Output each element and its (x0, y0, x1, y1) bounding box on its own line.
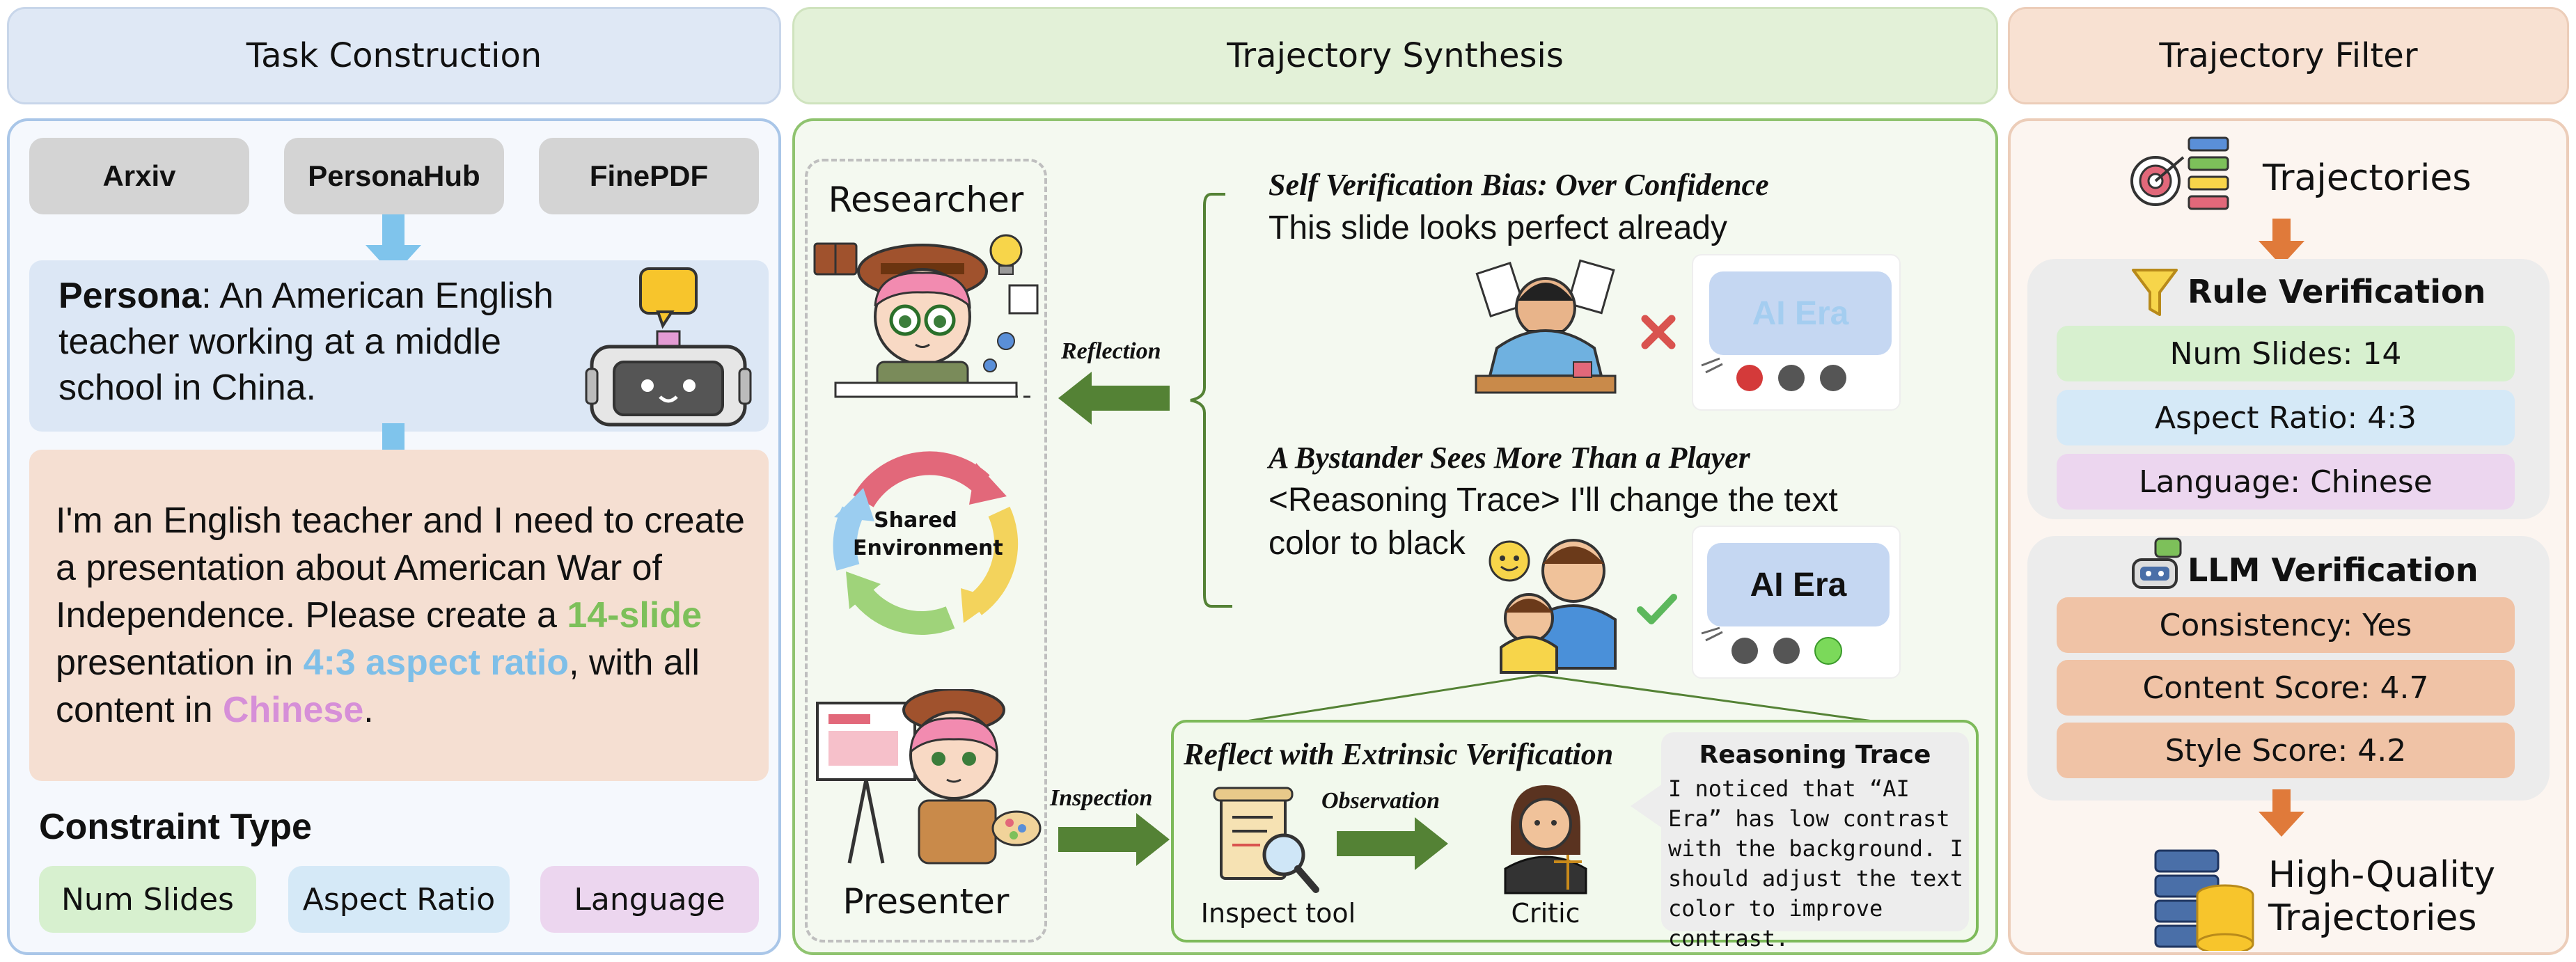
stressed-person-icon (1475, 259, 1617, 394)
database-icon (2154, 849, 2254, 951)
agent-column (805, 159, 1047, 943)
observation-label: Observation (1321, 788, 1440, 814)
llm-verification-title: LLM Verification (2188, 551, 2479, 589)
rule-language: Language: Chinese (2057, 454, 2515, 510)
cross-icon (1641, 315, 1676, 349)
header-task-construction: Task Construction (7, 7, 781, 104)
persona-text: Persona: An American English teacher wor… (58, 273, 608, 411)
shared-environment-label: Shared Environment (853, 508, 1003, 560)
language-constraint-highlight: Chinese (222, 690, 364, 730)
left-arrow-icon (1058, 372, 1170, 425)
reflection-label: Reflection (1061, 338, 1161, 364)
reasoning-trace-bubble (1661, 732, 1969, 931)
critic-label: Critic (1511, 898, 1580, 929)
critic-icon (1504, 785, 1587, 894)
constraint-type-title: Constraint Type (39, 807, 312, 847)
inspect-tool-label: Inspect tool (1200, 898, 1356, 929)
persona-label: Persona (58, 276, 202, 316)
presenter-icon (816, 689, 1042, 865)
robot-icon (585, 267, 752, 427)
extrinsic-title: Reflect with Extrinsic Verification (1184, 737, 1614, 771)
ratio-constraint-highlight: 4:3 aspect ratio (303, 642, 570, 683)
bracket-shape (1190, 193, 1232, 608)
bystander-text: <Reasoning Trace> I'll change the text c… (1269, 482, 1838, 562)
llm-content-score: Content Score: 4.7 (2057, 660, 2515, 716)
bystander-title: A Bystander Sees More Than a Player (1269, 441, 1750, 475)
slide-controls-icon (1701, 357, 1846, 391)
high-quality-line2: Trajectories (2268, 897, 2477, 939)
right-arrow-icon (1337, 817, 1448, 870)
task-prompt-box (29, 450, 769, 781)
trajectories-icon (2130, 136, 2229, 210)
right-arrow-icon (1058, 813, 1170, 866)
down-arrow-icon (2259, 789, 2304, 837)
persona-description: : An American English teacher working at… (58, 276, 554, 408)
reasoning-trace-title: Reasoning Trace (1699, 741, 1931, 769)
bias-title: Self Verification Bias: Over Confidence (1269, 168, 1769, 202)
researcher-icon (813, 234, 1039, 398)
slide-title-low-contrast: AI Era (1709, 271, 1892, 355)
source-personahub: PersonaHub (284, 138, 504, 214)
trajectories-label: Trajectories (2263, 157, 2472, 199)
shared-environment-cycle-icon (833, 451, 1019, 636)
constraint-num-slides: Num Slides (39, 866, 256, 933)
rule-num-slides: Num Slides: 14 (2057, 326, 2515, 381)
slides-constraint-highlight: 14-slide (567, 595, 702, 636)
rule-aspect-ratio: Aspect Ratio: 4:3 (2057, 390, 2515, 445)
constraint-aspect-ratio: Aspect Ratio (288, 866, 510, 933)
bias-text: This slide looks perfect already (1269, 210, 1727, 246)
inspection-label: Inspection (1050, 785, 1153, 811)
robot-icon (2132, 537, 2182, 589)
header-trajectory-synthesis: Trajectory Synthesis (792, 7, 1998, 104)
rule-verification-title: Rule Verification (2188, 273, 2486, 310)
slide-title-high-contrast: AI Era (1707, 543, 1890, 626)
high-quality-label: High-Quality Trajectories (2268, 853, 2495, 940)
source-arxiv: Arxiv (29, 138, 249, 214)
inspect-tool-icon (1213, 787, 1319, 893)
task-prompt-text: I'm an English teacher and I need to cre… (56, 500, 745, 730)
reasoning-trace-text: I noticed that “AI Era” has low contrast… (1668, 775, 1963, 952)
slide-controls-icon (1701, 626, 1842, 665)
presenter-label: Presenter (842, 881, 1010, 922)
speech-bubble-pointer (1631, 784, 1663, 828)
source-finepdf: FinePDF (539, 138, 759, 214)
callout-lines (1246, 674, 1874, 723)
llm-consistency: Consistency: Yes (2057, 597, 2515, 653)
funnel-icon (2132, 269, 2178, 316)
check-icon (1637, 594, 1677, 624)
helping-people-icon (1489, 539, 1617, 674)
down-arrow-icon (2259, 219, 2304, 266)
llm-style-score: Style Score: 4.2 (2057, 723, 2515, 778)
high-quality-line1: High-Quality (2268, 854, 2495, 896)
researcher-label: Researcher (828, 180, 1024, 220)
constraint-language: Language (540, 866, 759, 933)
header-trajectory-filter: Trajectory Filter (2008, 7, 2569, 104)
